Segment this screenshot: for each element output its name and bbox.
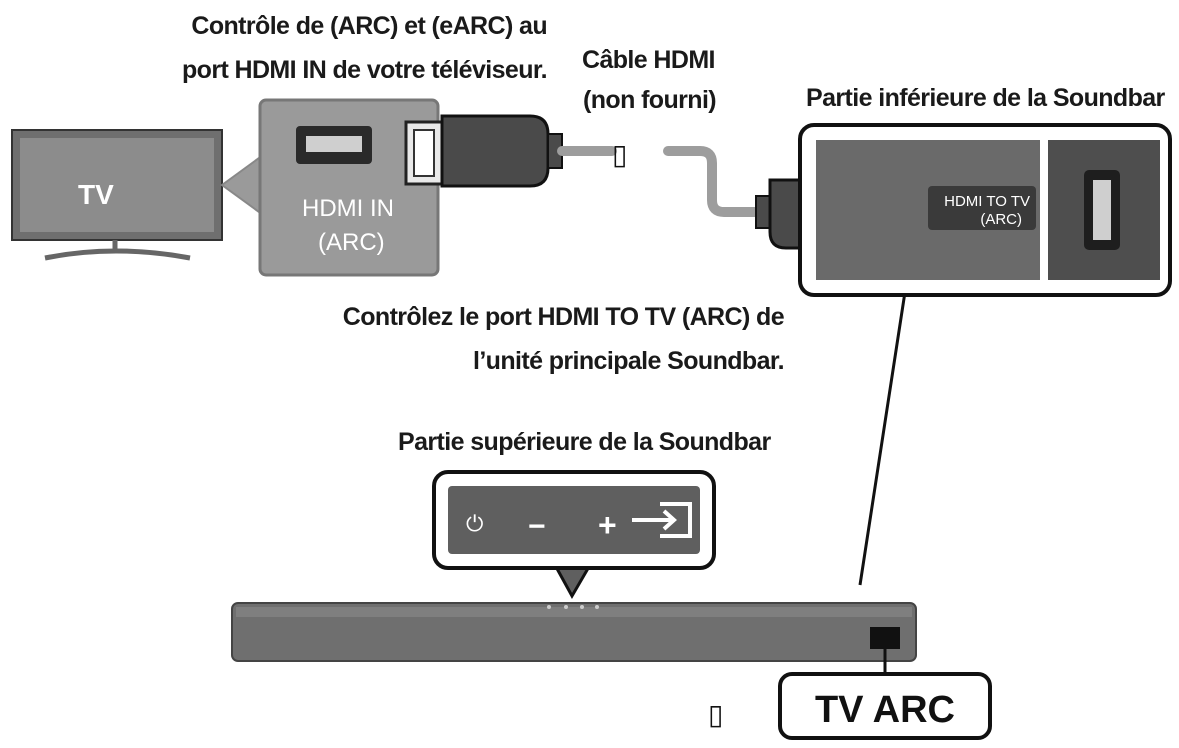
soundbar-bottom-title: Partie inférieure de la Soundbar: [806, 84, 1165, 112]
bottom-callout-pointer: [820, 290, 907, 586]
power-icon: ⏻: [466, 511, 483, 536]
tv-arc-label: TV ARC: [815, 689, 955, 731]
soundbar-port-label-line2: (ARC): [980, 211, 1022, 228]
placeholder-glyph: ▯: [612, 139, 627, 170]
tv-hdmi-caption-line2: port HDMI IN de votre téléviseur.: [181, 56, 548, 84]
hdmi-to-tv-label-plate: [928, 186, 1036, 230]
soundbar-arc-port-marker: [870, 627, 900, 649]
soundbar-top-title: Partie supérieure de la Soundbar: [398, 428, 771, 456]
soundbar-port-label-line1: HDMI TO TV: [944, 193, 1030, 210]
check-port-caption-line1: Contrôlez le port HDMI TO TV (ARC) de: [342, 303, 785, 331]
tv-hdmi-caption-line1: Contrôle de (ARC) et (eARC) au: [191, 12, 547, 40]
tv-set: TV: [11, 129, 223, 261]
plus-icon: +: [598, 507, 617, 543]
source-input-icon: [632, 502, 692, 538]
check-port-caption-line2: l’unité principale Soundbar.: [472, 347, 785, 375]
soundbar-bottom-panel: HDMI TO TV (ARC): [798, 123, 1172, 586]
cable-caption-line1: Câble HDMI: [582, 46, 716, 74]
hdmi-cable-segment-2: [663, 146, 765, 217]
minus-icon: −: [528, 510, 546, 543]
tv-arc-badge: TV ARC: [778, 649, 992, 740]
soundbar-body: [231, 602, 917, 662]
tv-port-panel: HDMI IN (ARC): [258, 98, 440, 277]
placeholder-glyph: ▯: [708, 699, 723, 730]
tv-port-label-line1: HDMI IN: [302, 195, 394, 222]
soundbar-top-panel: ⏻ − +: [432, 470, 716, 600]
hdmi-plug-tv-end: [404, 114, 563, 188]
tv-port-label-line2: (ARC): [318, 229, 385, 256]
tv-label: TV: [78, 179, 114, 210]
cable-caption-line2: (non fourni): [583, 86, 717, 114]
